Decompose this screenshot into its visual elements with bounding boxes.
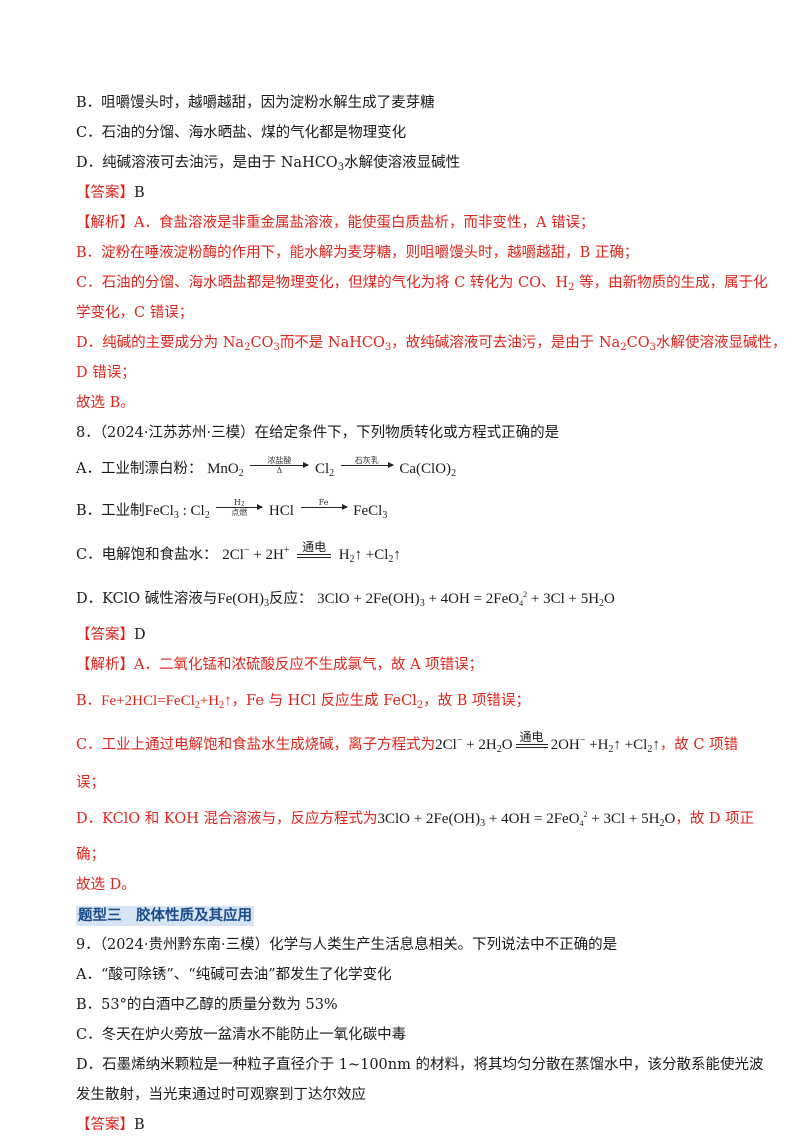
q8-a-equation: MnO2 — [207, 461, 244, 479]
document-page: B．咀嚼馒头时，越嚼越甜，因为淀粉水解生成了麦芽糖 C．石油的分馏、海水晒盐、煤… — [76, 88, 787, 1140]
q7-explanation-c: C．石油的分馏、海水晒盐都是物理变化，但煤的气化为将 C 转化为 CO、H2 等… — [76, 275, 768, 293]
q8-d-equation: 3ClO + 2Fe(OH)3 + 4OH = 2FeO42 + 3Cl + 5… — [317, 590, 615, 609]
q8-option-d: D．KClO 碱性溶液与Fe(OH)3反应： 3ClO + 2Fe(OH)3 +… — [76, 590, 615, 609]
q7-option-b: B．咀嚼馒头时，越嚼越甜，因为淀粉水解生成了麦芽糖 — [76, 95, 435, 111]
q7-option-c: C．石油的分馏、海水晒盐、煤的气化都是物理变化 — [76, 125, 407, 141]
q8-option-c: C．电解饱和食盐水： 2Cl− + 2H+ 通电 H2↑ +Cl2↑ — [76, 539, 401, 565]
reaction-arrow-icon: Fe — [300, 498, 348, 517]
q9-option-a: A．“酸可除锈”、“纯碱可去油”都发生了化学变化 — [76, 967, 392, 983]
q9-option-d-cont: 发生散射，当光束通过时可观察到丁达尔效应 — [76, 1087, 366, 1103]
q8-explanation-c-cont: 误； — [76, 775, 105, 791]
q9-option-b: B．53°的白酒中乙醇的质量分数为 53% — [76, 997, 338, 1013]
q7-explanation-c-cont: 学变化，C 错误； — [76, 305, 194, 321]
q7-option-d: D．纯碱溶液可去油污，是由于 NaHCO3水解使溶液显碱性 — [76, 155, 461, 173]
q8-explanation-a: 【解析】A．二氧化锰和浓硫酸反应不生成氯气，故 A 项错误； — [76, 657, 484, 673]
q8-conclusion: 故选 D。 — [76, 877, 136, 893]
q8-stem: 8．（2024·江苏苏州·三模）在给定条件下，下列物质转化或方程式正确的是 — [76, 425, 560, 441]
electrolysis-condition: 通电 — [297, 540, 332, 558]
q8-explanation-d: D．KClO 和 KOH 混合溶液与，反应方程式为3ClO + 2Fe(OH)3… — [76, 810, 755, 829]
q7-explanation-b: B．淀粉在唾液淀粉酶的作用下，能水解为麦芽糖，则咀嚼馒头时，越嚼越甜，B 正确； — [76, 245, 639, 261]
q9-answer: 【答案】B — [76, 1117, 145, 1133]
q9-option-c: C．冬天在炉火旁放一盆清水不能防止一氧化碳中毒 — [76, 1027, 407, 1043]
q9-option-d: D．石墨烯纳米颗粒是一种粒子直径介于 1~100nm 的材料，将其均匀分散在蒸馏… — [76, 1057, 764, 1073]
reaction-arrow-icon: 石灰乳 — [340, 456, 394, 475]
q7-explanation-d: D．纯碱的主要成分为 Na2CO3而不是 NaHCO3，故纯碱溶液可去油污，是由… — [76, 335, 787, 353]
q8-explanation-d-cont: 确； — [76, 847, 105, 863]
q7-conclusion: 故选 B。 — [76, 395, 135, 411]
q8-explanation-b: B．Fe+2HCl=FeCl2+H2↑，Fe 与 HCl 反应生成 FeCl2，… — [76, 693, 531, 711]
q7-answer: 【答案】B — [76, 185, 145, 201]
q8-answer: 【答案】D — [76, 627, 146, 643]
q7-explanation-a: 【解析】A．食盐溶液是非重金属盐溶液，能使蛋白质盐析，而非变性，A 错误； — [76, 215, 595, 231]
electrolysis-condition: 通电 — [515, 730, 548, 748]
section-title: 题型三 胶体性质及其应用 — [76, 906, 254, 926]
q7-explanation-d-cont: D 错误； — [76, 365, 136, 381]
q9-stem: 9．（2024·贵州黔东南·三模）化学与人类生产生活息息相关。下列说法中不正确的… — [76, 937, 618, 953]
